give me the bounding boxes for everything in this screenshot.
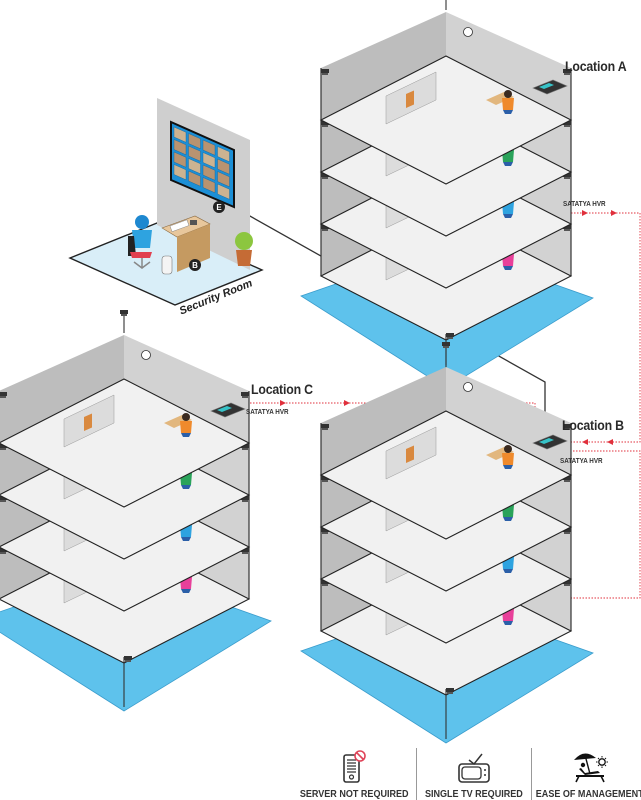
- chair: [181, 589, 191, 593]
- chair: [503, 162, 513, 166]
- building-location-a: [300, 0, 594, 389]
- chair: [181, 485, 191, 489]
- floor-4: [319, 12, 573, 185]
- chair: [181, 537, 191, 541]
- feature-divider: [416, 748, 417, 800]
- camera-icon: [446, 333, 454, 339]
- security-room: E B: [68, 98, 264, 306]
- location-c-hvr-label: SATATYA HVR: [246, 409, 289, 416]
- clock-icon: [141, 350, 151, 360]
- camera-icon: [120, 310, 128, 316]
- video-tile: [217, 158, 230, 175]
- feature-ease-of-management: EASE OF MANAGEMENT: [534, 738, 641, 800]
- marker-e-badge: [213, 201, 225, 213]
- video-tile: [173, 151, 187, 168]
- video-wall-screen: [170, 120, 235, 209]
- feature-divider: [531, 748, 532, 800]
- hvr-device: [210, 402, 246, 418]
- person-body: [180, 421, 192, 433]
- chair: [181, 433, 191, 437]
- chair: [503, 465, 513, 469]
- trash-bin: [161, 255, 173, 275]
- video-tile: [188, 145, 201, 162]
- hvr-device: [532, 434, 568, 450]
- location-c-label: Location C: [251, 381, 313, 397]
- hvr-device: [532, 79, 568, 95]
- video-tile: [202, 139, 216, 156]
- video-tile: [217, 171, 230, 188]
- location-b-hvr-label: SATATYA HVR: [560, 458, 603, 465]
- video-tile: [188, 158, 201, 175]
- video-tile: [173, 164, 187, 181]
- marker-b-badge: [189, 259, 201, 271]
- video-tile: [173, 139, 187, 156]
- video-tile: [188, 170, 201, 187]
- video-tile: [202, 177, 216, 194]
- video-tile: [188, 133, 201, 150]
- feature-server-not-required: SERVER NOT REQUIRED: [298, 738, 410, 800]
- door: [84, 413, 92, 431]
- hvr-display: [539, 438, 554, 444]
- beach-lounger-icon: [574, 753, 608, 783]
- location-a-label: Location A: [565, 58, 627, 74]
- chair: [503, 621, 513, 625]
- marker-e-label: E: [216, 203, 222, 212]
- hvr-display: [217, 406, 232, 412]
- floor-4: [0, 335, 251, 508]
- location-a-hvr-label: SATATYA HVR: [563, 201, 606, 208]
- feature-label: EASE OF MANAGEMENT: [536, 788, 641, 800]
- plant-icon: [235, 232, 253, 266]
- video-tile: [217, 183, 230, 200]
- clock-icon: [463, 382, 473, 392]
- video-tile: [217, 146, 230, 163]
- camera-icon: [0, 392, 7, 398]
- feature-single-tv: SINGLE TV REQUIRED: [418, 738, 530, 800]
- chair: [503, 110, 513, 114]
- operator-desk: [161, 215, 211, 272]
- hvr-display: [539, 83, 554, 89]
- camera-icon: [442, 342, 450, 348]
- location-b-label: Location B: [562, 417, 624, 433]
- chair: [503, 517, 513, 521]
- clock-icon: [463, 27, 473, 37]
- chair: [503, 569, 513, 573]
- feature-label: SINGLE TV REQUIRED: [425, 788, 523, 800]
- server-not-required-icon: [343, 750, 366, 783]
- chair: [503, 214, 513, 218]
- person-head: [504, 445, 512, 453]
- door: [406, 445, 414, 463]
- person-body: [502, 453, 514, 465]
- camera-icon: [321, 69, 329, 75]
- camera-icon: [124, 656, 132, 662]
- feature-label: SERVER NOT REQUIRED: [299, 788, 409, 800]
- video-tile: [202, 152, 216, 169]
- marker-b-label: B: [192, 261, 198, 270]
- link-location-b-lower-loop: [555, 450, 641, 599]
- building-location-b: [300, 342, 594, 744]
- single-tv-icon: [458, 753, 490, 783]
- person-body: [502, 98, 514, 110]
- video-tile: [173, 126, 187, 143]
- person-head: [504, 90, 512, 98]
- link-location-a-to-b: [555, 210, 641, 445]
- building-location-c: [0, 310, 272, 712]
- floor-4: [319, 367, 573, 540]
- camera-icon: [241, 392, 249, 398]
- video-tile: [202, 164, 216, 181]
- camera-icon: [321, 424, 329, 430]
- operator-person: [128, 215, 152, 269]
- door: [406, 90, 414, 108]
- person-head: [182, 413, 190, 421]
- chair: [503, 266, 513, 270]
- camera-icon: [446, 688, 454, 694]
